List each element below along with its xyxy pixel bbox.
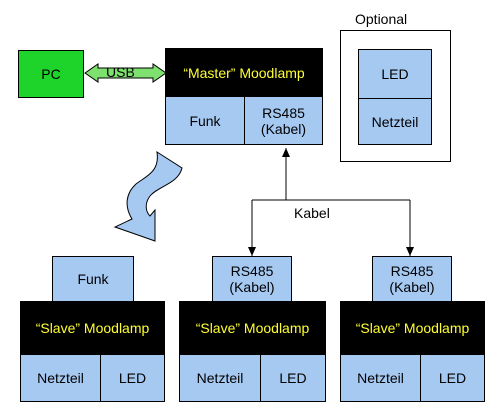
optional-led-module: LED	[358, 49, 432, 99]
master-funk-module: Funk	[165, 96, 245, 145]
slave-middle-rs485-module: RS485 (Kabel)	[212, 256, 292, 302]
optional-netzteil-module: Netzteil	[358, 98, 432, 145]
optional-title: Optional	[355, 11, 408, 27]
usb-label: USB	[106, 64, 135, 80]
slave-middle-led-module: LED	[260, 354, 326, 402]
slave-left-led-module: LED	[100, 354, 165, 402]
slave-left-funk-module: Funk	[52, 256, 134, 302]
slave-right-led-module: LED	[420, 354, 485, 402]
master-moodlamp-title: “Master” Moodlamp	[165, 48, 323, 97]
wireless-curved-arrow	[113, 150, 183, 242]
master-rs485-module: RS485 (Kabel)	[244, 96, 323, 145]
pc-box: PC	[18, 50, 84, 98]
slave-right-netzteil-module: Netzteil	[340, 354, 421, 402]
optional-frame	[340, 30, 451, 162]
slave-left-moodlamp-title: “Slave” Moodlamp	[20, 301, 165, 355]
slave-middle-moodlamp-title: “Slave” Moodlamp	[179, 301, 326, 355]
slave-right-moodlamp-title: “Slave” Moodlamp	[340, 301, 485, 355]
slave-left-netzteil-module: Netzteil	[20, 354, 101, 402]
slave-right-rs485-module: RS485 (Kabel)	[372, 256, 452, 302]
pc-label: PC	[41, 66, 61, 82]
kabel-label: Kabel	[294, 205, 330, 221]
slave-middle-netzteil-module: Netzteil	[179, 354, 261, 402]
